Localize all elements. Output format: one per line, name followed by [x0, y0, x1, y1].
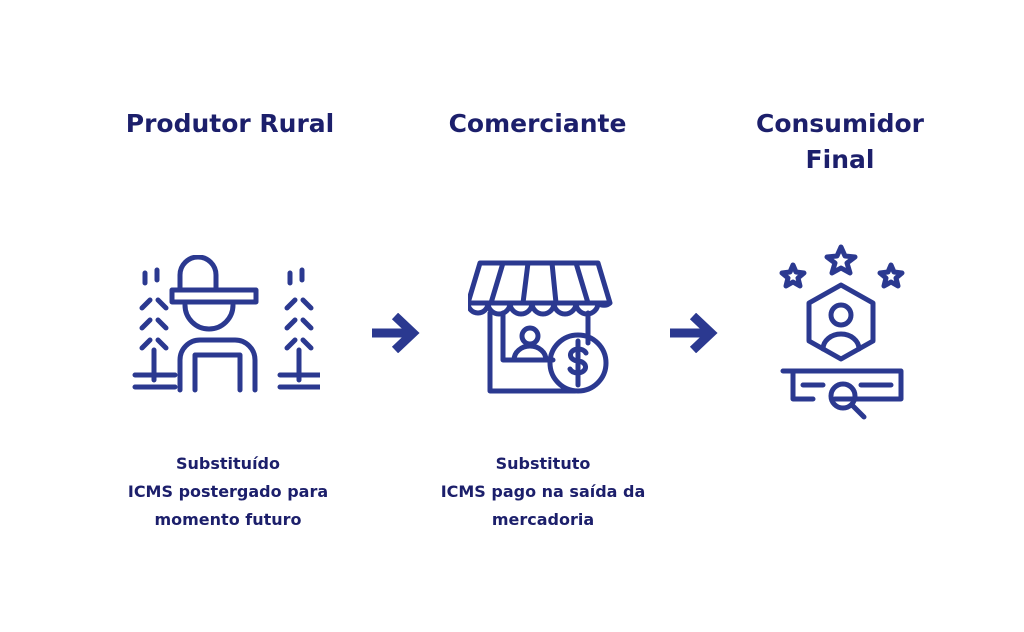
stage-title-produtor: Produtor Rural [125, 109, 335, 138]
stage-title-consumidor: Consumidor Final [755, 109, 925, 174]
farmer-icon [132, 255, 320, 393]
stage-title-comerciante: Comerciante [448, 109, 627, 138]
stage-desc-comerciante: ICMS pago na saída da mercadoria [440, 482, 646, 529]
stage-desc-produtor: ICMS postergado para momento futuro [127, 482, 329, 529]
store-icon [468, 260, 613, 394]
arrow-right-icon [372, 313, 420, 353]
stage-role-produtor: Substituído [176, 454, 280, 473]
stage-role-comerciante: Substituto [495, 454, 591, 473]
arrow-right-icon-2 [670, 313, 718, 353]
customer-review-icon [779, 244, 905, 420]
